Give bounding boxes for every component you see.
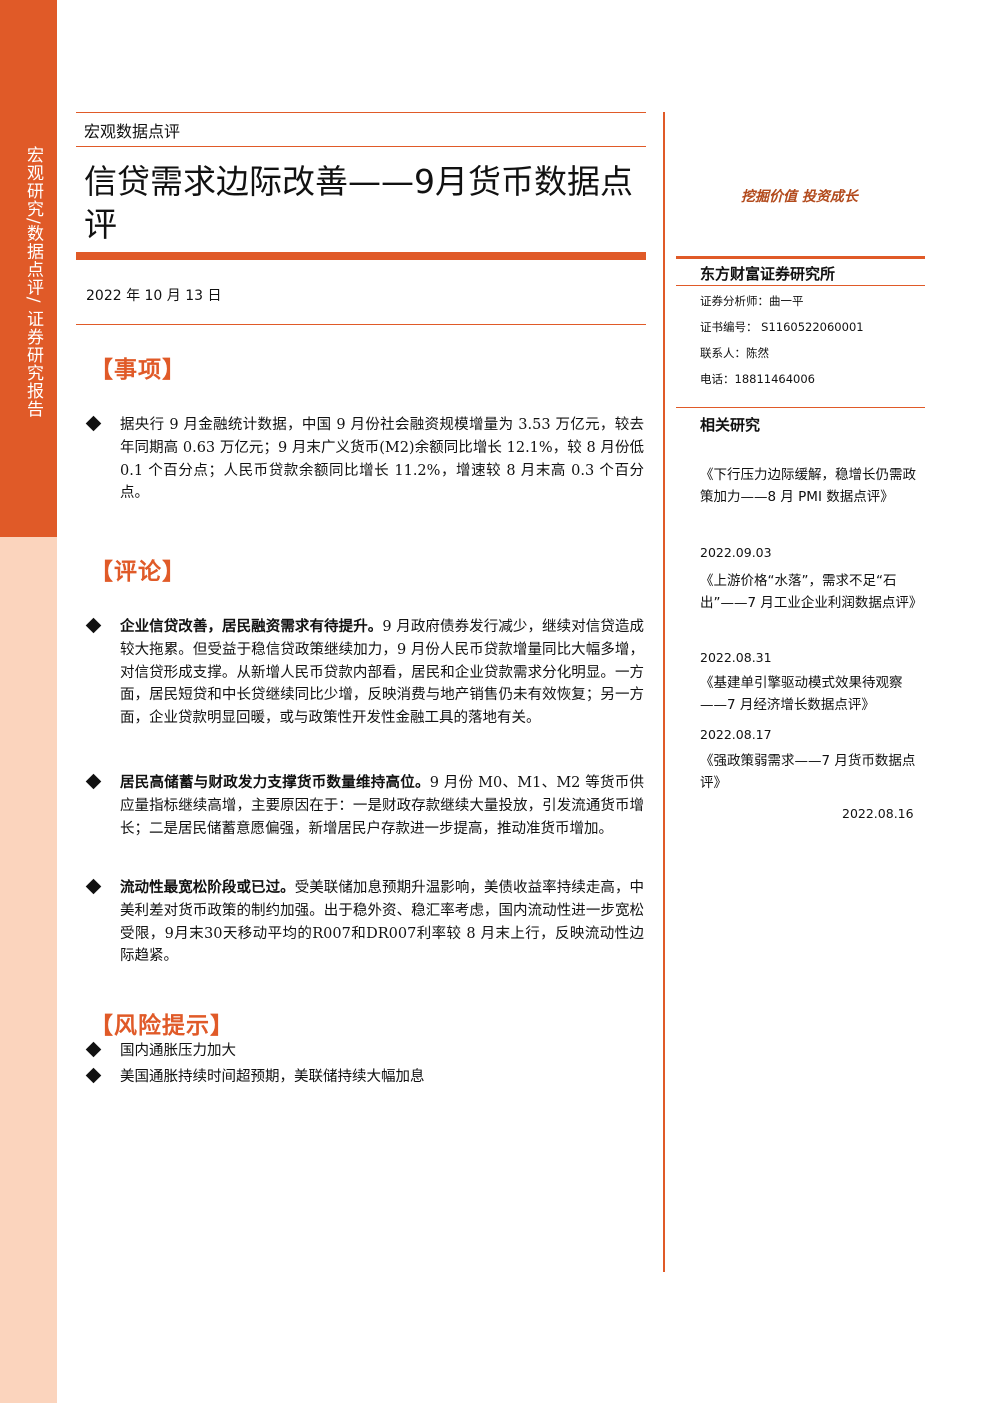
bullet-body: 9 月政府债券发行减少，继续对信贷造成较大拖累。但受益于稳信贷政策继续加力，9 … [120, 619, 644, 727]
bullet-lead: 流动性最宽松阶段或已过。 [120, 879, 295, 896]
list-item: 流动性最宽松阶段或已过。受美联储加息预期升温影响，美债收益率持续走高，中美利差对… [85, 877, 644, 968]
sidebar-band-bottom [0, 537, 57, 1403]
section-heading-comments: 【评论】 [90, 559, 186, 585]
bullet-text: 居民高储蓄与财政发力支撑货币数量维持高位。9 月份 M0、M1、M2 等货币供应… [120, 772, 644, 840]
phone-number: 电话：18811464006 [700, 372, 815, 386]
top-rule [76, 112, 646, 113]
institution-rule [676, 256, 925, 259]
related-report-date: 2022.08.16 [842, 806, 914, 821]
date-rule [76, 324, 646, 325]
bullet-text: 国内通胀压力加大 [120, 1043, 236, 1059]
page-title: 信贷需求边际改善——9月货币数据点评 [84, 162, 633, 244]
bullet-text: 流动性最宽松阶段或已过。受美联储加息预期升温影响，美债收益率持续走高，中美利差对… [120, 877, 644, 968]
column-divider [663, 112, 665, 1272]
bullet-text: 企业信贷改善，居民融资需求有待提升。9 月政府债券发行减少，继续对信贷造成较大拖… [120, 616, 644, 730]
diamond-bullet-icon [85, 1041, 102, 1058]
diamond-bullet-icon [85, 617, 102, 634]
bullet-body: 9 月份 M0、M1、M2 等货币供应量指标继续高增，主要原因在于：一是财政存款… [120, 775, 644, 837]
related-report-date: 2022.08.17 [700, 727, 772, 742]
sidebar-label: 宏观研究/数据点评/ 证券研究报告 [23, 146, 43, 418]
report-category: 宏观数据点评 [84, 122, 181, 141]
list-item: 居民高储蓄与财政发力支撑货币数量维持高位。9 月份 M0、M1、M2 等货币供应… [85, 772, 644, 840]
list-item: 国内通胀压力加大 [85, 1040, 644, 1063]
report-date: 2022 年 10 月 13 日 [86, 288, 222, 304]
diamond-bullet-icon [85, 773, 102, 790]
section-heading-matters: 【事项】 [90, 357, 186, 383]
institution-underline [676, 285, 925, 286]
list-item: 企业信贷改善，居民融资需求有待提升。9 月政府债券发行减少，继续对信贷造成较大拖… [85, 616, 644, 730]
list-item: 美国通胀持续时间超预期，美联储持续大幅加息 [85, 1066, 644, 1089]
bullet-lead: 企业信贷改善，居民融资需求有待提升。 [120, 618, 383, 635]
related-report-link[interactable]: 《上游价格“水落”，需求不足“石出”——7 月工业企业利润数据点评》 [700, 573, 923, 611]
diamond-bullet-icon [85, 415, 102, 432]
analyst-name: 证券分析师：曲一平 [700, 294, 804, 308]
bullet-text: 据央行 9 月金融统计数据，中国 9 月份社会融资规模增量为 3.53 万亿元，… [120, 417, 644, 502]
bullet-body: 受美联储加息预期升温影响，美债收益率持续走高，中美利差对货币政策的制约加强。出于… [120, 880, 644, 965]
section-heading-risks: 【风险提示】 [90, 1013, 234, 1039]
bullet-lead: 居民高储蓄与财政发力支撑货币数量维持高位。 [120, 774, 430, 791]
related-report-link[interactable]: 《下行压力边际缓解，稳增长仍需政策加力——8 月 PMI 数据点评》 [700, 467, 916, 505]
category-rule [76, 146, 646, 147]
diamond-bullet-icon [85, 878, 102, 895]
sidebar-band-top [0, 0, 57, 537]
contact-name: 联系人：陈然 [700, 346, 769, 360]
diamond-bullet-icon [85, 1067, 102, 1084]
related-research-heading: 相关研究 [700, 416, 761, 434]
bullet-text: 美国通胀持续时间超预期，美联储持续大幅加息 [120, 1069, 425, 1085]
title-rule [76, 252, 646, 260]
related-report-link[interactable]: 《基建单引擎驱动模式效果待观察——7 月经济增长数据点评》 [700, 675, 903, 713]
list-item: 据央行 9 月金融统计数据，中国 9 月份社会融资规模增量为 3.53 万亿元，… [85, 414, 644, 505]
related-report-link[interactable]: 《强政策弱需求——7 月货币数据点评》 [700, 753, 916, 791]
cert-number: 证书编号： S1160522060001 [700, 320, 864, 334]
institution-name: 东方财富证券研究所 [700, 265, 836, 283]
related-report-date: 2022.09.03 [700, 545, 772, 560]
slogan: 挖掘价值 投资成长 [741, 189, 858, 205]
related-rule [676, 407, 925, 408]
related-report-date: 2022.08.31 [700, 650, 772, 665]
